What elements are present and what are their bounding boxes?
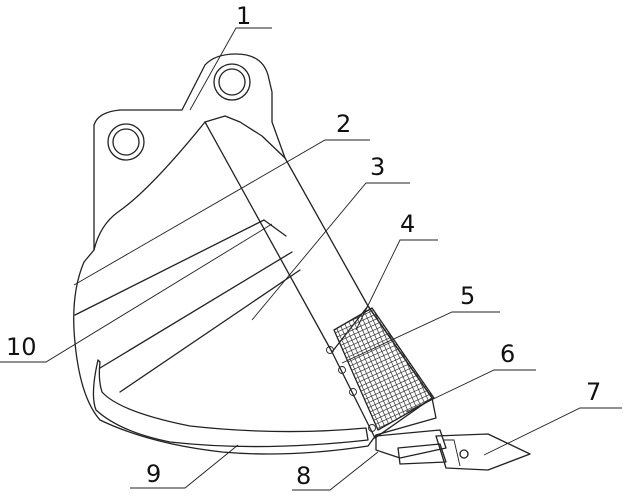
lug-transition-line: [93, 121, 206, 251]
label-2: 2: [336, 110, 351, 138]
label-6: 6: [500, 340, 515, 368]
side-cutter-frame: [331, 305, 433, 439]
adapter-lip: [397, 443, 447, 465]
label-7: 7: [586, 378, 601, 406]
reinforcement-strip-1: [74, 219, 265, 316]
label-8: 8: [296, 462, 311, 490]
bolt-row: [326, 346, 376, 432]
label-5: 5: [460, 282, 475, 310]
reinforcement-strip-3: [119, 269, 301, 393]
bottom-plate: [92, 359, 369, 448]
side-plate-inner-line: [204, 121, 333, 353]
label-9: 9: [146, 460, 161, 488]
label-1: 1: [236, 2, 251, 30]
label-10: 10: [6, 333, 37, 361]
side-plate-lower-line: [263, 219, 287, 237]
bucket-outer-shell: [73, 53, 437, 455]
lower-pivot-lug: [107, 123, 145, 161]
bucket-tooth: [435, 433, 531, 471]
label-3: 3: [370, 153, 385, 181]
tooth-pin-icon: [459, 449, 469, 459]
tooth-adapter: [375, 429, 447, 459]
upper-pivot-lug: [213, 63, 251, 101]
label-4: 4: [400, 210, 415, 238]
tooth-inner-edge: [444, 439, 461, 467]
reinforcement-strip-2: [99, 251, 293, 369]
leader-lines: [0, 27, 622, 491]
side-plate-edge: [204, 115, 286, 159]
mesh-border: [333, 307, 435, 431]
